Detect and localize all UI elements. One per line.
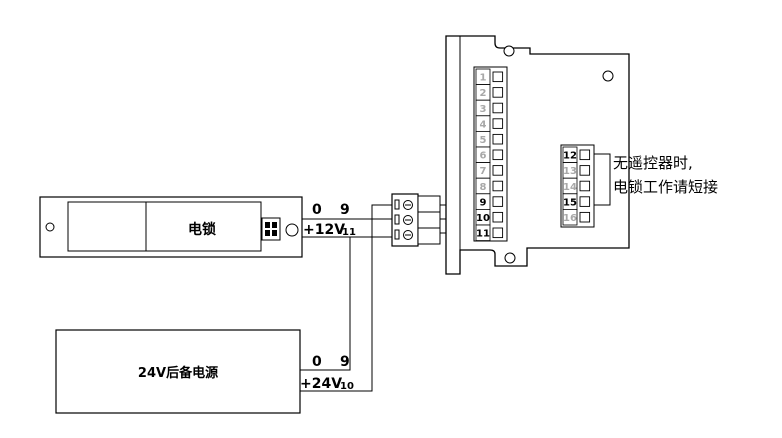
terminal-screw: [492, 102, 504, 114]
terminal-screw: [492, 180, 504, 192]
terminal-screw: [579, 180, 591, 192]
power-body: [55, 329, 301, 414]
wire-label-0: 0: [312, 354, 322, 370]
wire-label-terminal-11: 11: [342, 227, 356, 238]
terminal-label: 13: [563, 166, 577, 177]
lock-connector: [261, 217, 281, 241]
screw-hole-icon: [504, 252, 516, 264]
lock-connector-pin: [265, 222, 270, 228]
lock-connector-pin: [265, 230, 270, 236]
terminal-screw: [492, 211, 504, 223]
lock-connector-pin: [272, 222, 277, 228]
terminal-screw: [492, 71, 504, 83]
three-pin-plug: [391, 193, 441, 247]
left-terminals: 1 2 3 4 5 6 7 8 9 10 11: [475, 68, 504, 242]
right-terminals: 12 13 14 15 16: [562, 146, 591, 226]
screw-hole-icon: [602, 70, 614, 82]
electric-lock: 电锁: [39, 196, 303, 258]
terminal-screw: [492, 165, 504, 176]
plug-socket: [417, 195, 441, 245]
terminal-screw: [579, 211, 591, 223]
terminal-screw: [492, 196, 504, 207]
terminal-number-cell: [475, 224, 491, 242]
backup-power-supply: 24V后备电源: [55, 329, 301, 414]
terminal-number-cell: [562, 208, 578, 226]
terminal-label: 1: [480, 73, 487, 84]
lock-mount-hole-left: [45, 222, 55, 232]
terminal-label: 8: [480, 182, 487, 193]
note-line-1: 无遥控器时,: [613, 154, 693, 172]
plug-slot: [394, 199, 400, 210]
terminal-label: 2: [480, 88, 487, 99]
terminal-label: 11: [476, 229, 490, 240]
wire-power-24v: [300, 204, 392, 392]
jumper-bracket: [594, 153, 611, 206]
terminal-label: 7: [480, 166, 487, 177]
terminal-label: 5: [480, 135, 487, 146]
terminal-label: 6: [480, 151, 487, 162]
terminal-screw: [579, 149, 591, 161]
wire-labels-bottom: 0 9 +24V 10: [300, 354, 354, 392]
lock-mount-hole-right: [285, 223, 299, 237]
power-label: 24V后备电源: [138, 365, 218, 381]
lock-inner-panel: [67, 201, 262, 252]
terminal-label: 12: [563, 151, 577, 162]
plug-slot: [394, 229, 400, 240]
terminal-screw: [492, 227, 504, 239]
terminal-label: 14: [563, 182, 577, 193]
terminal-label: 10: [476, 213, 490, 224]
lock-connector-pin: [272, 230, 277, 236]
terminal-label: 3: [480, 104, 487, 115]
terminal-screw: [492, 149, 504, 161]
wire-power-0: [300, 237, 351, 371]
terminal-label: 15: [563, 197, 577, 208]
terminal-screw: [492, 118, 504, 129]
jumper-note: 无遥控器时, 电锁工作请短接: [613, 154, 718, 196]
plug-slot: [394, 214, 400, 225]
terminal-screw: [492, 87, 504, 98]
lock-label: 电锁: [188, 221, 216, 238]
terminal-screw: [579, 196, 591, 207]
wire-label-plus-12v: +12V: [303, 222, 345, 238]
terminal-screw: [579, 165, 591, 176]
terminal-screw: [492, 133, 504, 145]
wire-label-0: 0: [312, 202, 322, 218]
wire-label-9: 9: [340, 354, 350, 370]
wire-labels-top: 0 9 +12V 11: [303, 202, 356, 238]
wire-label-terminal-10: 10: [340, 381, 354, 392]
wire-label-plus-24v: +24V: [300, 376, 342, 392]
terminal-label: 9: [480, 197, 487, 208]
note-line-2: 电锁工作请短接: [613, 178, 718, 196]
wires: [300, 204, 472, 392]
terminal-label: 4: [480, 119, 487, 130]
wire-label-9: 9: [340, 202, 350, 218]
controller-outline: [445, 35, 630, 275]
screw-hole-icon: [503, 45, 515, 57]
terminal-label: 16: [563, 213, 577, 224]
